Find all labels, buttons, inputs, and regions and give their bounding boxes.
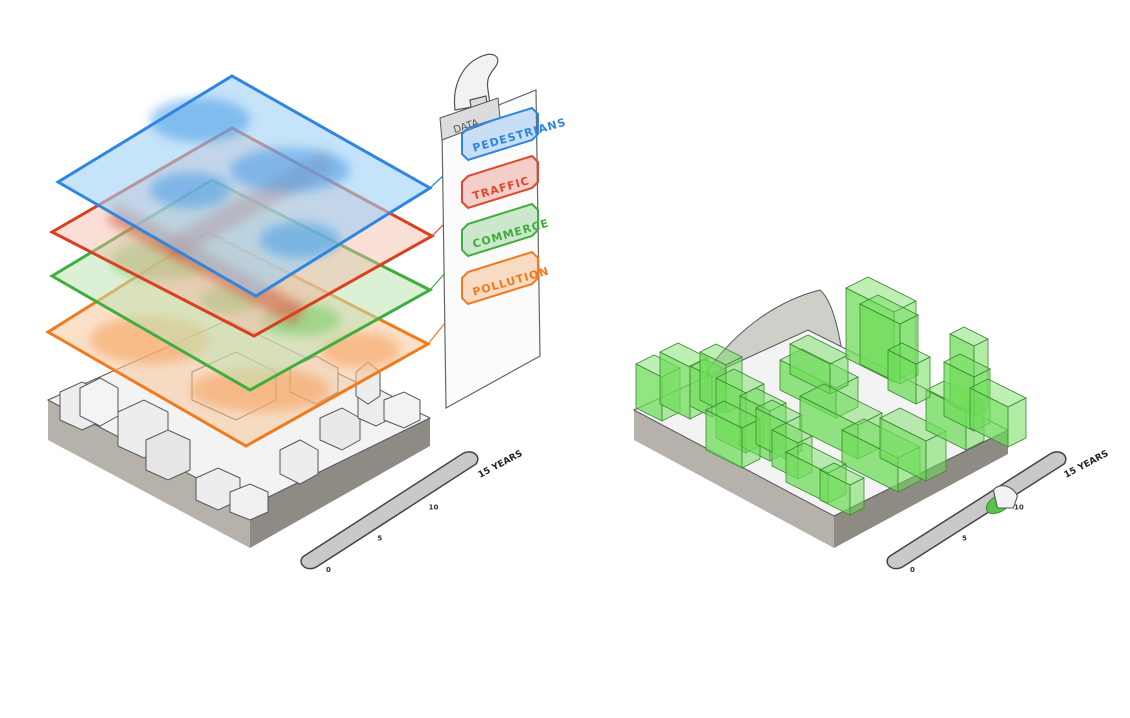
timeline-tick: 15 YEARS bbox=[477, 449, 525, 481]
green-building bbox=[705, 400, 761, 469]
timeline-tick: 5 bbox=[377, 535, 382, 543]
timeline-tick: 15 YEARS bbox=[1063, 449, 1111, 481]
green-building bbox=[819, 462, 865, 516]
timeline-tick: 0 bbox=[326, 566, 331, 574]
timeline-tick: 10 bbox=[1014, 503, 1024, 511]
green-building bbox=[943, 353, 991, 432]
left-city-block bbox=[45, 74, 463, 548]
layer-toggle-pedestrians[interactable]: PEDESTRIANS bbox=[461, 106, 568, 162]
right-ground-side-right bbox=[834, 430, 1008, 548]
right-ground-side-front bbox=[634, 410, 834, 548]
timeline-tick: 0 bbox=[910, 566, 915, 574]
hand-icon bbox=[992, 485, 1018, 509]
timeline-tick: 10 bbox=[429, 503, 439, 511]
green-buildings bbox=[635, 276, 1027, 516]
right-city-block bbox=[632, 276, 1027, 548]
green-building bbox=[969, 378, 1027, 448]
green-building bbox=[859, 294, 919, 385]
layer-pedestrians bbox=[55, 74, 433, 298]
slider-handle[interactable] bbox=[983, 485, 1018, 518]
green-building bbox=[789, 334, 849, 395]
green-building bbox=[887, 342, 931, 405]
timeline-tick: 5 bbox=[962, 535, 967, 543]
green-building bbox=[879, 407, 947, 482]
left-ground-side-right bbox=[250, 418, 430, 548]
left-ground-side-front bbox=[48, 400, 250, 548]
